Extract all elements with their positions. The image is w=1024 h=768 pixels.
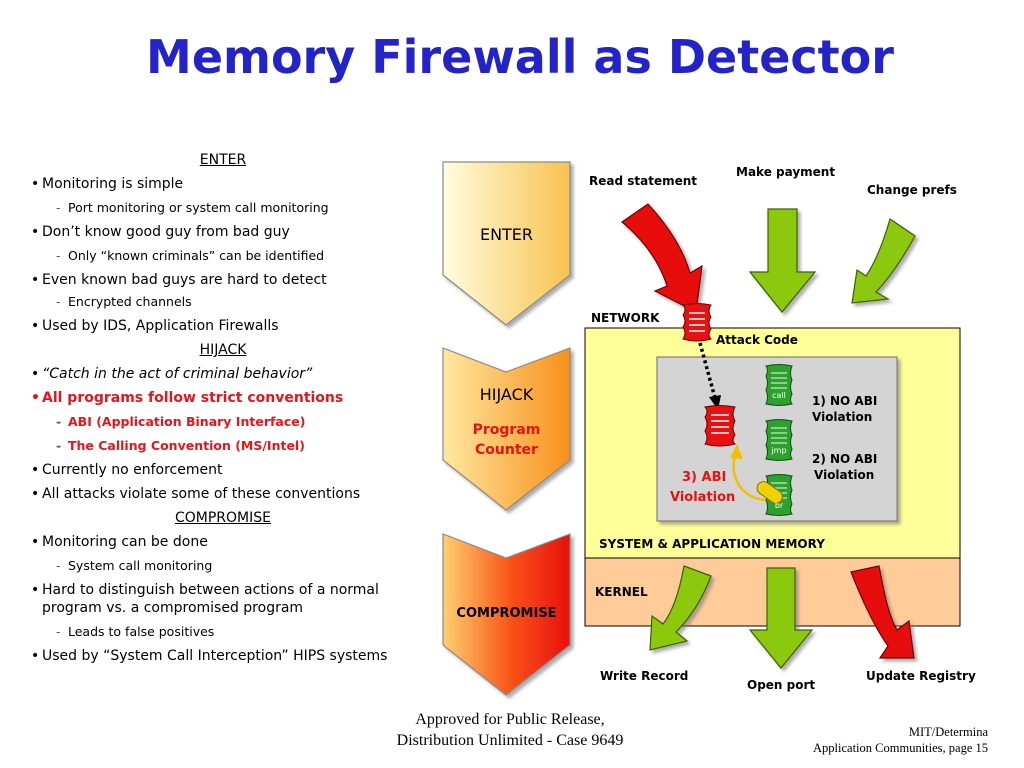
red-input-arrow bbox=[621, 203, 703, 313]
violation-3-line1: 3) ABI bbox=[682, 470, 727, 485]
page-footer: MIT/Determina Application Communities, p… bbox=[813, 724, 988, 756]
kernel-label: KERNEL bbox=[595, 585, 648, 599]
sub-bullet: ABI (Application Binary Interface) bbox=[28, 413, 418, 431]
sub-bullet: Encrypted channels bbox=[28, 293, 418, 311]
code-scroll-jmp bbox=[765, 419, 793, 461]
instr-call-label: call bbox=[772, 391, 786, 400]
input-change-label: Change prefs bbox=[867, 183, 957, 197]
instr-jmp-label: jmp bbox=[770, 446, 786, 455]
release-line1: Approved for Public Release, bbox=[415, 711, 605, 728]
green-output-arrow-write bbox=[649, 565, 712, 651]
output-open-label: Open port bbox=[747, 678, 816, 692]
bullet: Monitoring is simple bbox=[28, 175, 418, 193]
red-output-arrow-update bbox=[850, 565, 915, 659]
bullet: Currently no enforcement bbox=[28, 461, 418, 479]
sub-bullet: The Calling Convention (MS/Intel) bbox=[28, 437, 418, 455]
stage-hijack-sub2: Counter bbox=[475, 442, 538, 458]
input-make-label: Make payment bbox=[736, 165, 836, 179]
bullet: “Catch in the act of criminal behavior” bbox=[28, 365, 418, 383]
page-label: Application Communities, page 15 bbox=[813, 741, 988, 755]
release-notice: Approved for Public Release, Distributio… bbox=[330, 709, 690, 751]
network-label: NETWORK bbox=[591, 311, 660, 325]
violation-3-line2: Violation bbox=[670, 490, 736, 505]
output-write-label: Write Record bbox=[600, 669, 689, 683]
green-input-arrow-change bbox=[851, 218, 916, 304]
green-input-arrow-make bbox=[748, 208, 817, 313]
bullet: Used by “System Call Interception” HIPS … bbox=[28, 647, 418, 665]
abi-violation-arrow bbox=[730, 444, 783, 504]
stage-hijack-sub1: Program bbox=[472, 422, 541, 438]
stage-enter-label: ENTER bbox=[479, 225, 534, 244]
section-heading-enter: ENTER bbox=[199, 152, 247, 168]
attack-code-scroll bbox=[681, 303, 712, 342]
bullet: Monitoring can be done bbox=[28, 533, 418, 551]
stage-compromise-label: COMPROMISE bbox=[456, 606, 557, 621]
release-line2: Distribution Unlimited - Case 9649 bbox=[396, 732, 624, 749]
sub-bullet: Port monitoring or system call monitorin… bbox=[28, 199, 418, 217]
injected-code-scroll bbox=[703, 405, 737, 447]
violation-1-line2: Violation bbox=[812, 410, 873, 424]
section-heading-hijack: HIJACK bbox=[199, 342, 247, 358]
section-heading-compromise: COMPROMISE bbox=[174, 510, 271, 526]
text-column: ENTER Monitoring is simple Port monitori… bbox=[28, 151, 418, 671]
bullet: Used by IDS, Application Firewalls bbox=[28, 317, 418, 335]
bullet: Even known bad guys are hard to detect bbox=[28, 271, 418, 289]
attack-code-label: Attack Code bbox=[716, 333, 798, 347]
slide-title: Memory Firewall as Detector bbox=[146, 30, 894, 84]
instr-br-label: br bbox=[775, 501, 784, 510]
bullet: All attacks violate some of these conven… bbox=[28, 485, 418, 503]
input-read-label: Read statement bbox=[589, 174, 698, 188]
bullet: Don’t know good guy from bad guy bbox=[28, 223, 418, 241]
sub-bullet: System call monitoring bbox=[28, 557, 418, 575]
violation-2-line2: Violation bbox=[814, 468, 875, 482]
violation-2-line1: 2) NO ABI bbox=[812, 452, 878, 466]
system-memory-label: SYSTEM & APPLICATION MEMORY bbox=[599, 537, 825, 551]
code-scroll-call bbox=[765, 364, 793, 406]
violation-1-line1: 1) NO ABI bbox=[812, 394, 878, 408]
stage-enter-chevron bbox=[442, 161, 571, 326]
green-output-arrow-open bbox=[748, 567, 814, 669]
stage-hijack-chevron bbox=[442, 347, 571, 511]
bullet: Hard to distinguish between actions of a… bbox=[28, 581, 418, 617]
stage-hijack-label: HIJACK bbox=[479, 385, 534, 404]
org-label: MIT/Determina bbox=[908, 725, 988, 739]
sub-bullet: Only “known criminals” can be identified bbox=[28, 247, 418, 265]
sub-bullet: Leads to false positives bbox=[28, 623, 418, 641]
output-update-label: Update Registry bbox=[866, 669, 976, 683]
bullet: All programs follow strict conventions bbox=[28, 389, 418, 407]
stage-compromise-chevron bbox=[442, 533, 571, 696]
